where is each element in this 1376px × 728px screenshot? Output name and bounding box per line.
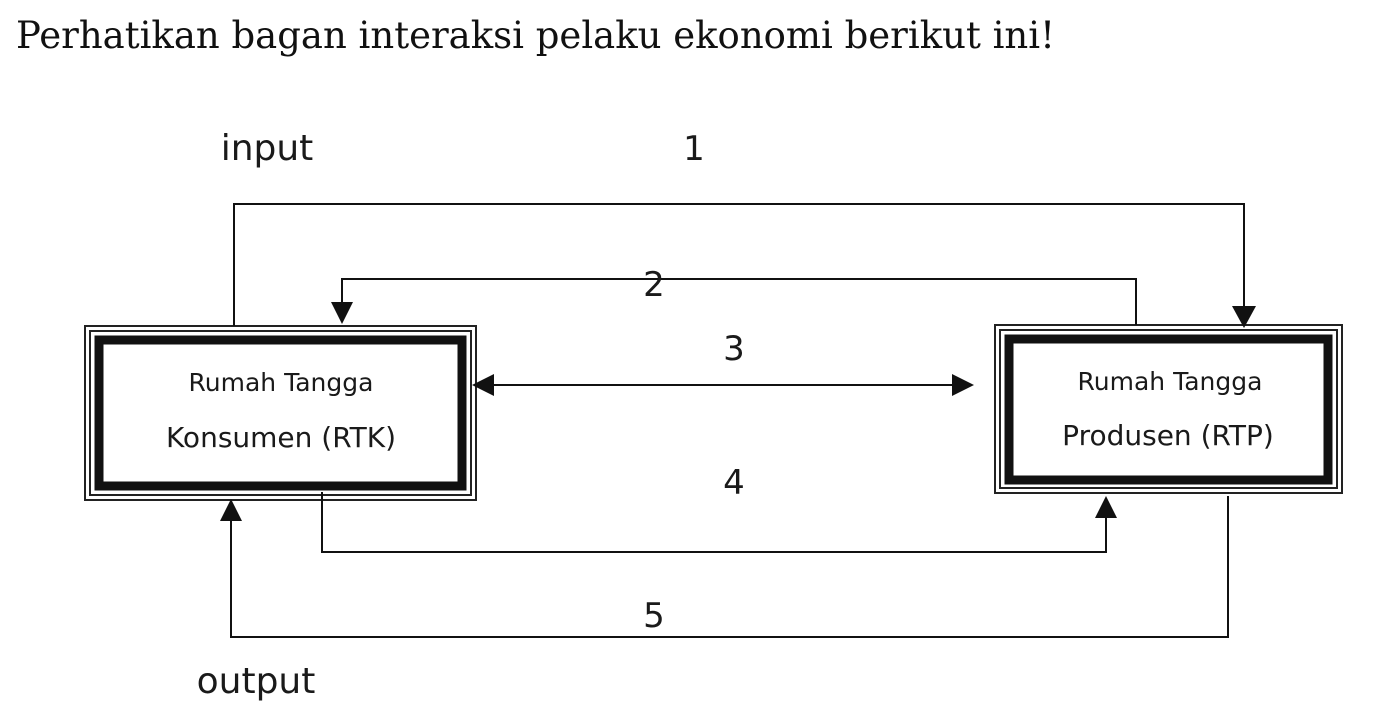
flow-4-label: 4 — [723, 463, 745, 503]
flow-3-label: 3 — [723, 329, 745, 369]
producer-box-line2: Produsen (RTP) — [1062, 419, 1274, 452]
flow-1-label: 1 — [683, 129, 705, 169]
producer-box: Rumah Tangga Produsen (RTP) — [994, 324, 1343, 494]
consumer-box-line1: Rumah Tangga — [189, 368, 374, 397]
output-label: output — [197, 661, 316, 702]
flow-5-arrow — [220, 496, 1229, 638]
flow-4-arrow — [321, 492, 1117, 553]
consumer-box-line2: Konsumen (RTK) — [166, 421, 396, 454]
flow-2-arrow — [331, 278, 1137, 325]
flow-5-label: 5 — [643, 596, 665, 636]
producer-box-line1: Rumah Tangga — [1078, 367, 1263, 396]
consumer-box: Rumah Tangga Konsumen (RTK) — [84, 325, 477, 501]
flow-1-arrow — [233, 203, 1256, 328]
flow-3-arrow — [472, 374, 974, 396]
flow-2-label: 2 — [643, 265, 665, 305]
input-label: input — [221, 128, 314, 169]
question-text: Perhatikan bagan interaksi pelaku ekonom… — [16, 14, 1055, 57]
